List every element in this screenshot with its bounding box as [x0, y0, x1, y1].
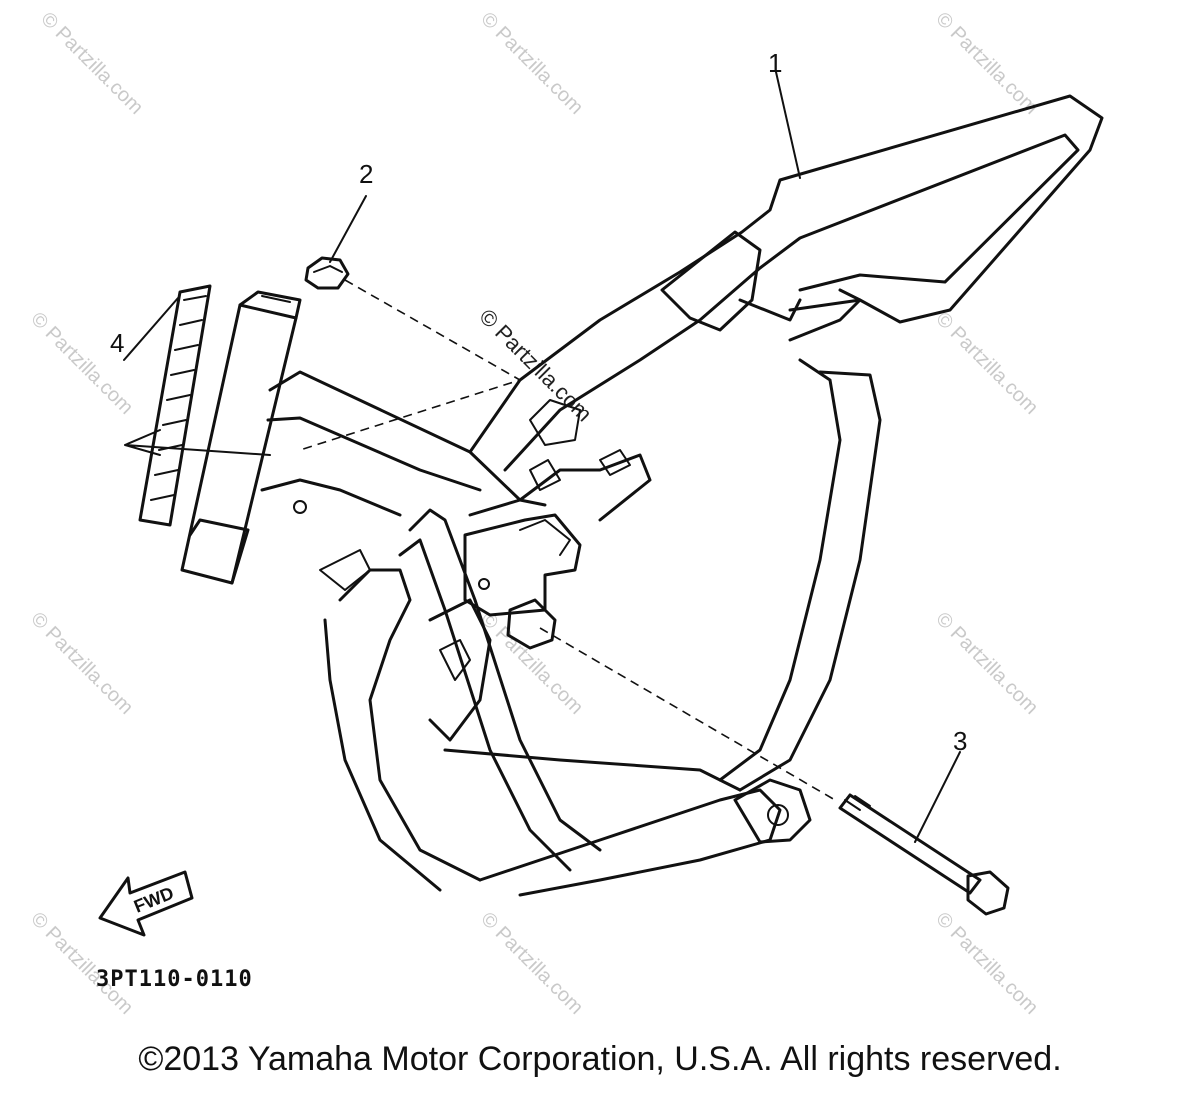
callout-4: 4	[110, 328, 124, 358]
watermarks: © Partzilla.com © Partzilla.com © Partzi…	[26, 8, 1042, 1019]
callout-3: 3	[953, 726, 967, 756]
watermark: © Partzilla.com	[26, 608, 137, 719]
nut-part	[304, 256, 350, 290]
callout-1-leader	[775, 71, 801, 179]
watermark: © Partzilla.com	[26, 308, 137, 419]
watermark: © Partzilla.com	[931, 8, 1042, 119]
fwd-label: FWD	[131, 883, 176, 917]
watermark: © Partzilla.com	[931, 608, 1042, 719]
bolt-part	[838, 793, 1010, 916]
label-arrow	[124, 429, 271, 456]
callout-3-leader	[914, 751, 961, 843]
callout-2-leader	[329, 195, 367, 263]
watermark: © Partzilla.com	[931, 908, 1042, 1019]
copyright-notice: ©2013 Yamaha Motor Corporation, U.S.A. A…	[138, 1040, 1062, 1078]
callout-2: 2	[359, 159, 373, 189]
watermark: © Partzilla.com	[476, 608, 587, 719]
diagram-part-code: 3PT110-0110	[96, 967, 253, 992]
watermark: © Partzilla.com	[36, 8, 147, 119]
callout-1: 1	[768, 48, 782, 78]
bolt-leader-line	[539, 627, 836, 801]
frame-drawing	[180, 94, 1104, 897]
callout-4-leader	[123, 297, 179, 361]
nut-leader-line	[299, 279, 522, 451]
watermark: © Partzilla.com	[476, 908, 587, 1019]
watermark: © Partzilla.com	[931, 308, 1042, 419]
fwd-arrow-icon: FWD	[98, 870, 194, 937]
watermark: © Partzilla.com	[476, 8, 587, 119]
